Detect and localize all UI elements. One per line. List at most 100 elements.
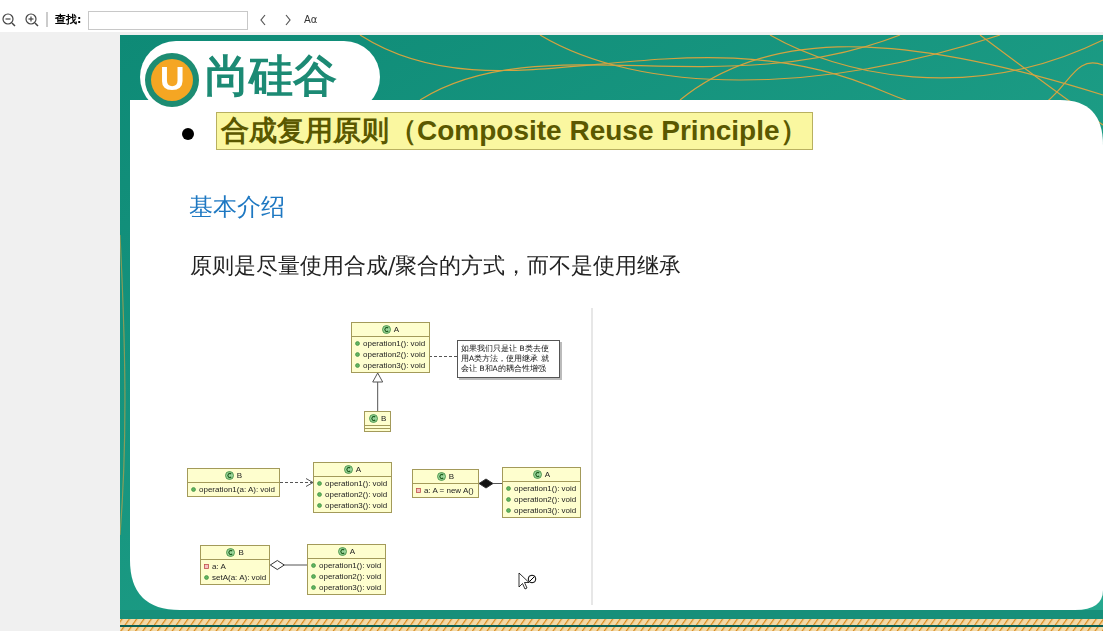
member-row: operation1(): void [317,478,388,489]
class-icon-circle [370,415,378,423]
empty-compartment [365,428,390,431]
graphic-part [12,23,15,26]
method-icon-dot [318,504,322,508]
class-name: A [356,464,361,475]
method-text: operation1(): void [363,338,425,349]
member-row: a: A = new A() [416,485,475,496]
class-box: Boperation1(a: A): void [187,468,280,497]
class-icon-mark [229,551,232,555]
method-text: operation1(): void [319,560,381,571]
class-box: Ba: A = new A() [412,469,479,498]
graphic-part [519,573,529,589]
graphic-part [30,17,31,22]
class-icon-mark [341,550,344,554]
graphic-part [420,35,900,100]
member-row: operation3(): void [311,582,382,593]
method-icon-dot [205,576,209,580]
graphic-part [120,619,1103,625]
class-icon [382,325,391,334]
method-text: operation3(): void [363,360,425,371]
method-text: operation1(): void [514,483,576,494]
class-members: a: A = new A() [413,483,478,497]
connector [373,373,383,411]
connector-line [377,382,378,411]
method-icon-dot [192,488,196,492]
graphic-part [151,59,193,101]
dependency-head [306,479,313,487]
class-icon-mark [385,328,388,332]
member-row: operation2(): void [355,349,426,360]
class-name: A [545,469,550,480]
graphic-part [130,100,1103,610]
member-row: operation3(): void [355,360,426,371]
class-header: B [365,412,390,425]
class-box: Aoperation1(): voidoperation2(): voidope… [313,462,392,513]
graphic-part [120,627,1103,631]
field-icon-square [205,565,209,569]
graphic-part [120,35,1103,631]
class-box: Ba: AsetA(a: A): void [200,545,270,585]
class-name: B [449,471,454,482]
method-icon [204,575,209,580]
graphic-part [120,235,125,535]
graphic-part [3,14,13,24]
member-row: operation1(a: A): void [191,484,276,495]
graphic-part [26,14,36,24]
composition-diamond [479,479,493,488]
aggregation-diamond [270,561,284,570]
graphic-part [530,577,535,582]
graphic-part [680,47,1103,100]
class-icon-circle [533,471,541,479]
method-text: operation3(): void [319,582,381,593]
class-icon-mark [372,417,375,421]
connector [280,479,313,487]
method-icon-dot [507,498,511,502]
graphic-part [528,575,536,583]
note-box: 如果我们只是让 B类去使用A类方法，使用继承 就会让 B和A的耦合性增强 [457,340,560,378]
logo-letter: U [160,60,184,96]
class-icon-mark [347,468,350,472]
graphic-part [592,308,593,605]
class-header: B [201,546,269,559]
connector [270,561,307,570]
method-icon [355,341,360,346]
method-text: operation3(): void [325,500,387,511]
class-members: operation1(a: A): void [188,482,279,496]
field-text: a: A = new A() [424,485,474,496]
graphic-part [182,128,194,140]
method-text: operation2(): void [514,494,576,505]
class-box: Aoperation1(): voidoperation2(): voidope… [351,322,430,373]
method-icon-dot [312,564,316,568]
member-row: setA(a: A): void [204,572,266,583]
graphic-part [89,12,248,30]
class-name: A [394,324,399,335]
method-icon [317,492,322,497]
slide-title: 合成复用原则（Composite Reuse Principle） [216,112,813,150]
class-icon-circle [227,549,235,557]
class-header: A [314,463,391,476]
method-icon [317,481,322,486]
member-row: operation2(): void [317,489,388,500]
class-members: operation1(): voidoperation2(): voidoper… [314,476,391,512]
class-icon [369,414,378,423]
method-icon-dot [318,493,322,497]
method-text: operation2(): void [363,349,425,360]
graphic-part [120,625,1103,627]
method-text: operation2(): void [325,489,387,500]
field-icon-square [417,489,421,493]
class-name: B [238,547,243,558]
graphic-part [770,35,1103,78]
graphic-part [145,53,199,107]
method-text: operation1(a: A): void [199,484,275,495]
class-name: A [350,546,355,557]
class-header: A [308,545,385,558]
member-row: operation2(): void [506,494,577,505]
connector-line [284,565,307,566]
class-icon-circle [382,326,390,334]
method-icon [355,363,360,368]
case-toggle: Aα [304,13,317,27]
member-row: a: A [204,561,266,572]
field-icon [204,564,209,569]
body-text: 原则是尽量使用合成/聚合的方式，而不是使用继承 [190,252,681,280]
method-icon-dot [356,353,360,357]
